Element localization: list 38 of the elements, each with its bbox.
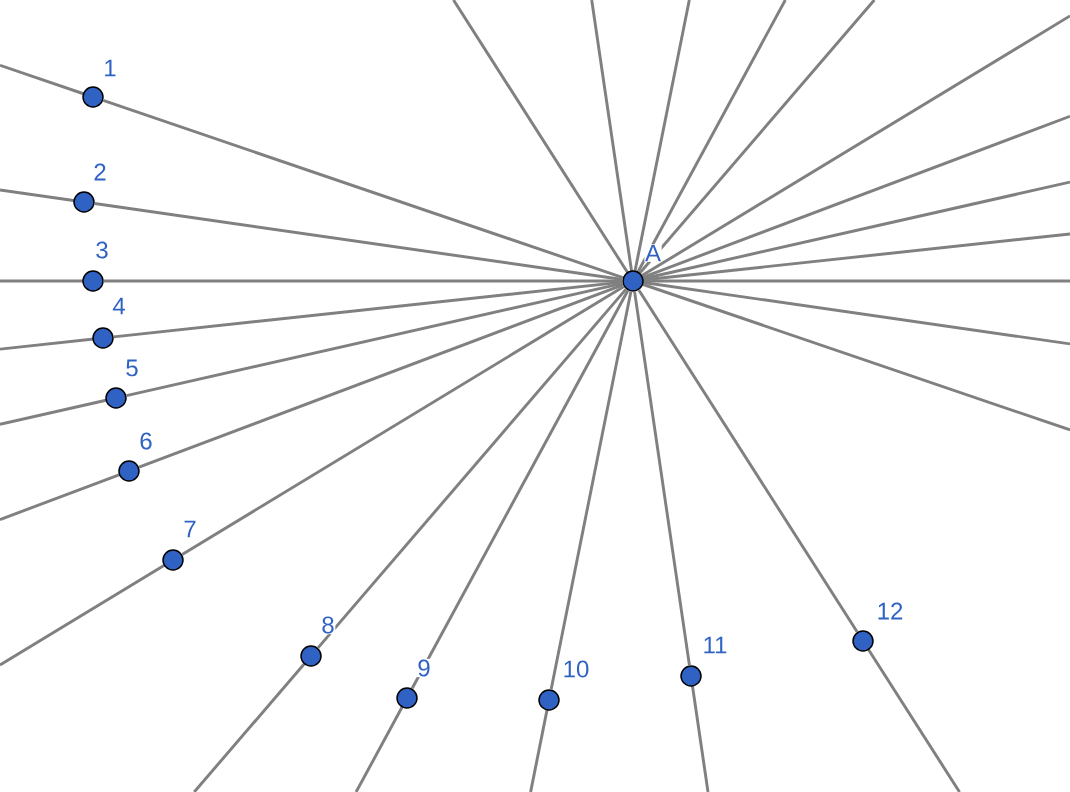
point-dot [538,689,560,711]
point-label: 11 [701,636,729,654]
point-label: 4 [111,297,127,315]
point-dot [82,270,104,292]
point-label: 5 [124,358,140,378]
point-dot [118,460,140,482]
line [103,279,623,283]
line [138,283,624,469]
point-dot [73,191,95,213]
line [181,285,625,556]
point-dot [680,665,702,687]
point-dot [105,387,127,409]
line [410,289,630,690]
point-dot [92,327,114,349]
point-label: 9 [416,658,432,678]
line [102,99,624,279]
line [316,288,628,649]
point-label: 10 [562,659,590,679]
point-dot [396,687,418,709]
point-dot [852,630,874,652]
line [633,291,691,666]
line [637,289,859,633]
point-label: 12 [876,601,905,621]
point-label: 3 [94,240,110,260]
point-dot [622,270,644,292]
point-dot [82,86,104,108]
point-dot [300,645,322,667]
point-dot [162,549,184,571]
point-label: 6 [138,431,154,451]
point-label: 2 [92,162,108,182]
point-label: 7 [182,520,198,538]
line [113,280,623,339]
point-label: 8 [320,615,336,635]
line [549,291,633,690]
line [94,202,623,281]
point-label: 1 [102,59,118,77]
line [126,281,623,398]
point-label: A [644,244,662,262]
